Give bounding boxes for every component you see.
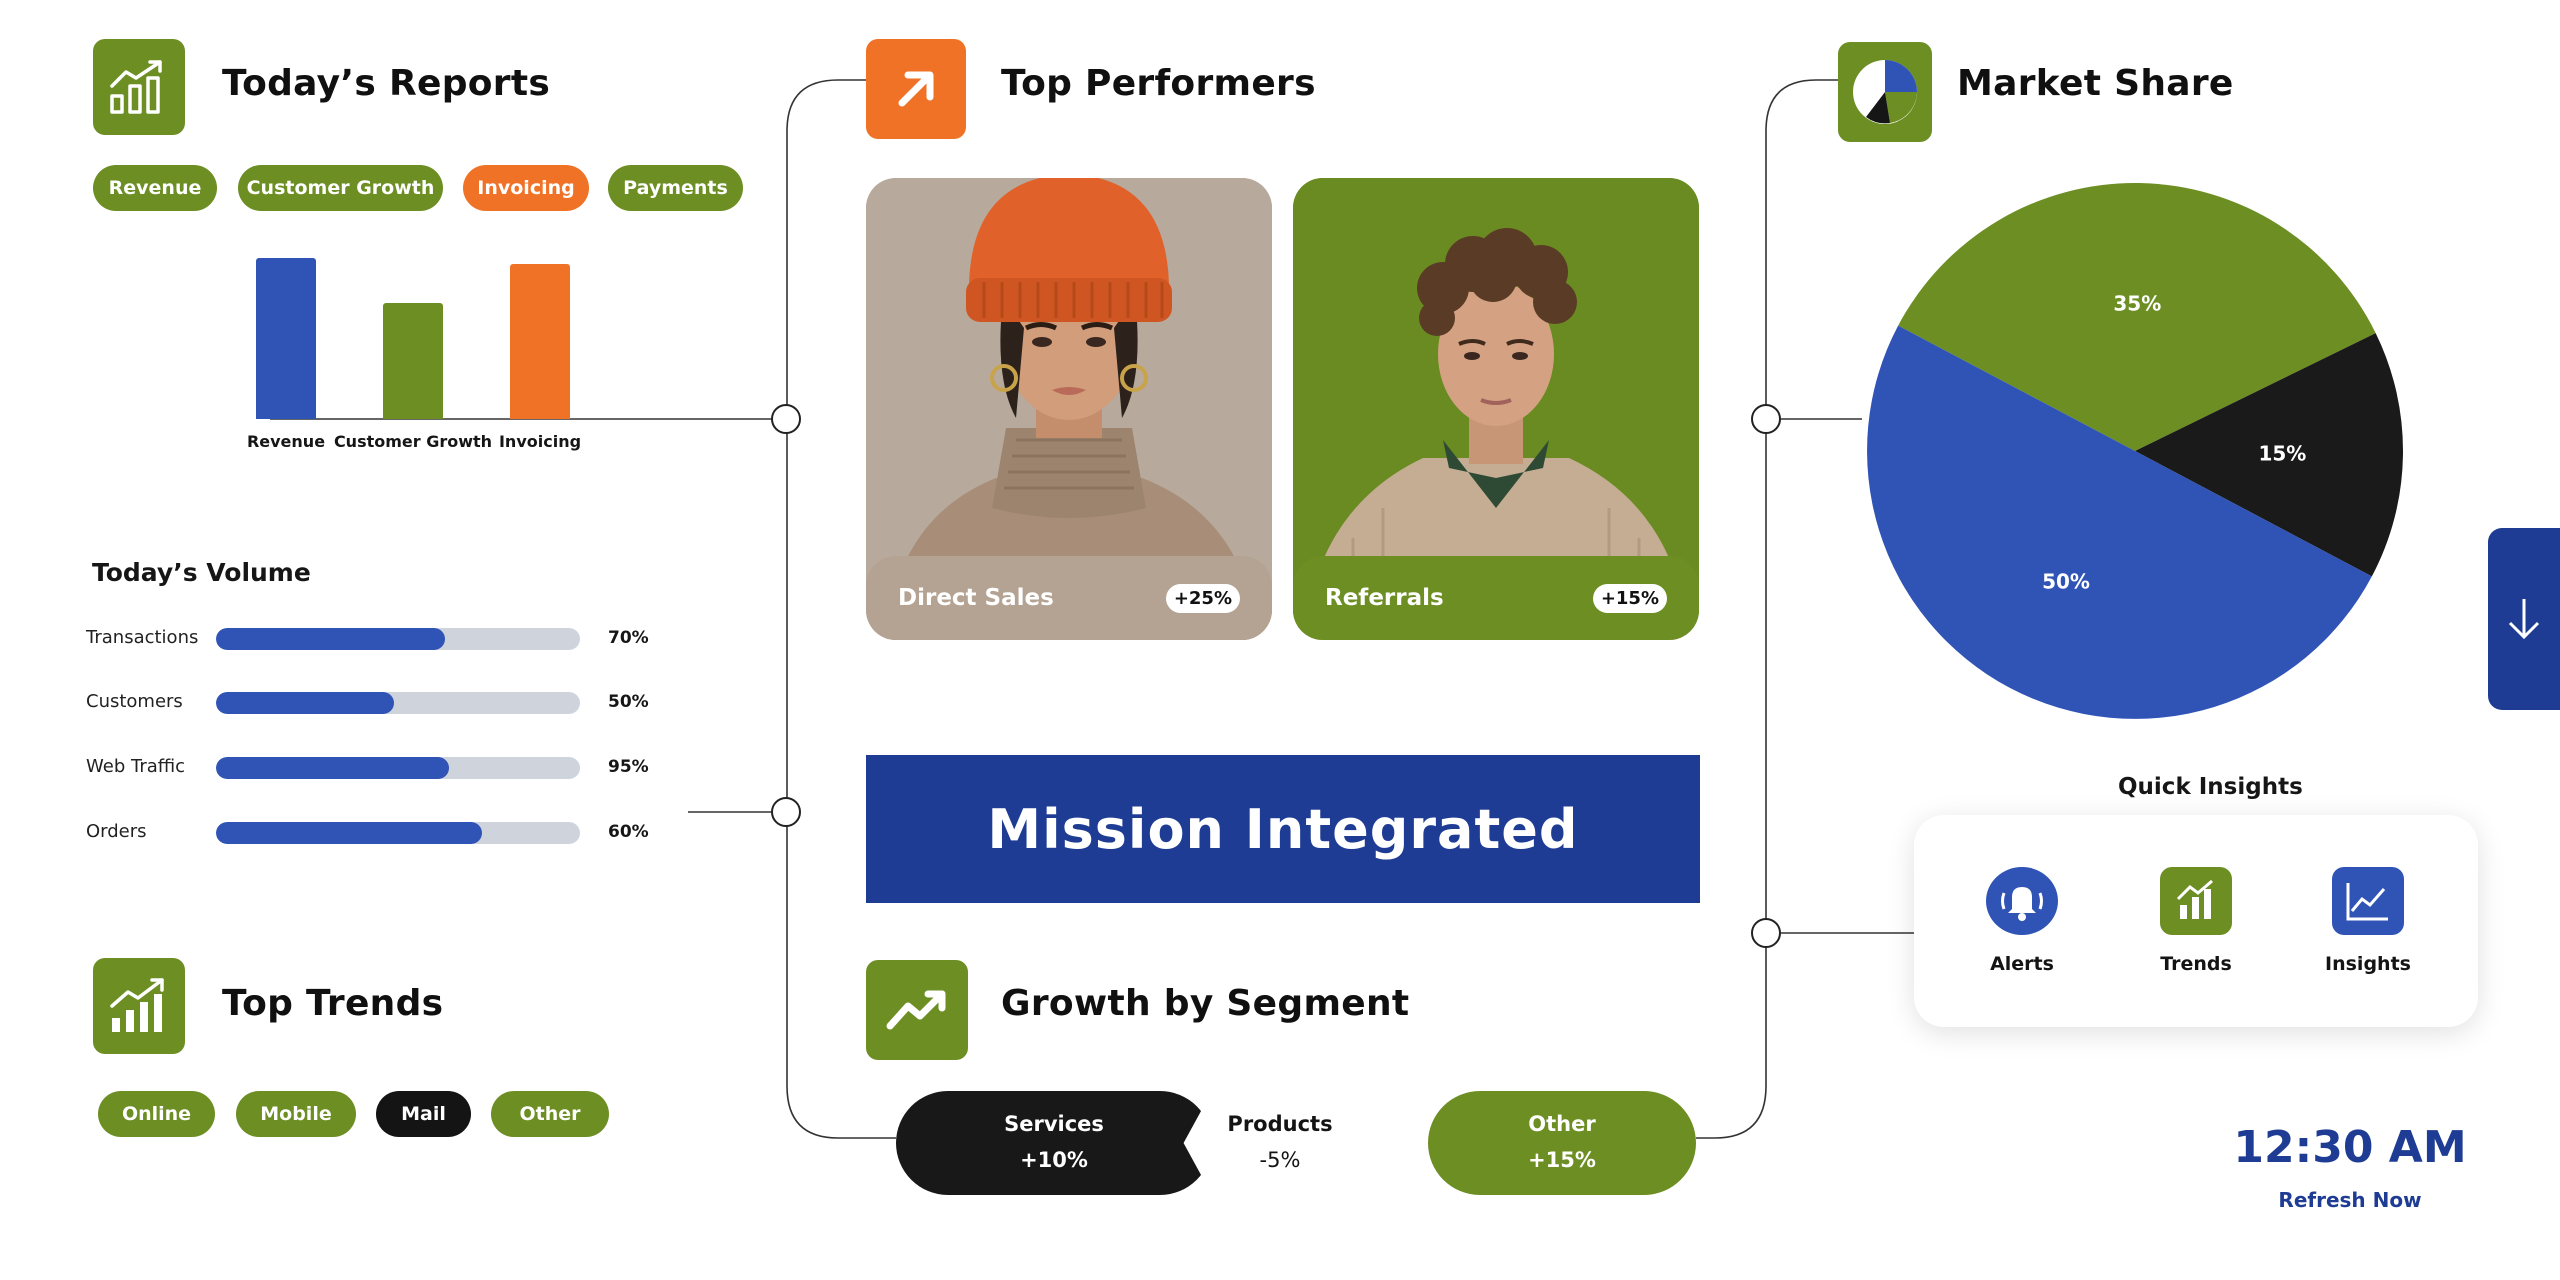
volume-progress-track [216,822,580,844]
performer-change-badge: +25% [1165,583,1240,613]
insights-title: Quick Insights [2118,774,2303,800]
segment-services[interactable]: Services +10% [896,1091,1212,1195]
segment-name: Other [1528,1112,1596,1137]
bar-chart-trend-icon [93,39,185,135]
filter-customer-growth[interactable]: Customer Growth [238,165,443,211]
reports-title: Today’s Reports [222,63,551,104]
bar-tick-label: Customer Growth [333,432,493,451]
performer-name: Direct Sales [898,585,1054,611]
pie-slice-label: 50% [2042,569,2090,593]
pie-slice [2135,333,2403,577]
segment-products[interactable]: Products -5% [1166,1091,1394,1195]
bar-invoicing [510,264,570,419]
volume-label: Customers [86,691,183,712]
filter-mail[interactable]: Mail [376,1091,471,1137]
segment-name: Services [1004,1112,1104,1137]
insight-label: Insights [2325,953,2411,975]
performer-card-referrals[interactable]: Referrals +15% [1293,178,1699,640]
performer-footer: Referrals +15% [1293,556,1699,640]
volume-percent: 50% [608,692,649,712]
connector-node [1751,404,1781,434]
segment-other[interactable]: Other +15% [1428,1091,1696,1195]
performer-name: Referrals [1325,585,1444,611]
banner-text: Mission Integrated [987,797,1579,861]
trends-title: Top Trends [222,983,444,1024]
bar-tick-label: Invoicing [498,432,582,451]
connector-node [771,404,801,434]
performer-card-direct-sales[interactable]: Direct Sales +25% [866,178,1272,640]
volume-progress-track [216,757,580,779]
volume-progress-fill [216,692,395,714]
performer-footer: Direct Sales +25% [866,556,1272,640]
volume-percent: 60% [608,822,649,842]
volume-label: Transactions [86,627,199,648]
bar-tick-label: Revenue [246,432,326,451]
volume-label: Orders [86,821,147,842]
filter-online[interactable]: Online [98,1091,215,1137]
segment-change: -5% [1259,1148,1301,1172]
pie-slice [1867,325,2372,719]
volume-title: Today’s Volume [92,558,311,587]
reports-bar-chart [240,258,600,419]
pie-slice [1898,183,2376,451]
segment-change: +10% [1020,1148,1088,1172]
line-chart-icon [2332,867,2404,935]
market-share-pie: 35% 15% 50% [1867,183,2403,719]
connector-node [771,797,801,827]
segments-title: Growth by Segment [1001,983,1410,1024]
insight-trends[interactable]: Trends [2136,867,2256,975]
filter-mobile[interactable]: Mobile [236,1091,356,1137]
volume-percent: 70% [608,628,649,648]
filter-invoicing[interactable]: Invoicing [463,165,589,211]
volume-progress-fill [216,628,446,650]
connector-node [1751,918,1781,948]
performers-title: Top Performers [1001,63,1316,104]
volume-progress-fill [216,822,482,844]
scroll-down-tab[interactable] [2488,528,2560,710]
volume-progress-track [216,692,580,714]
growth-chart-icon [93,958,185,1054]
bell-icon [1986,867,2058,935]
refresh-now-link[interactable]: Refresh Now [2278,1188,2422,1212]
insight-label: Trends [2160,953,2232,975]
filter-revenue[interactable]: Revenue [93,165,217,211]
volume-progress-track [216,628,580,650]
mission-banner: Mission Integrated [866,755,1700,903]
pie-slice-label: 35% [2113,292,2161,316]
insight-insights[interactable]: Insights [2308,867,2428,975]
insight-label: Alerts [1990,953,2054,975]
bar-revenue [256,258,316,419]
clock-time: 12:30 AM [2233,1122,2467,1173]
insight-alerts[interactable]: Alerts [1962,867,2082,975]
arrow-up-right-icon [866,39,966,139]
pie-chart-icon [1838,42,1932,142]
trending-up-icon [866,960,968,1060]
volume-progress-fill [216,757,449,779]
segment-name: Products [1227,1112,1333,1137]
market-title: Market Share [1957,63,2234,104]
bar-customer-growth [383,303,443,419]
pie-slice-label: 15% [2258,441,2306,465]
segment-change: +15% [1528,1148,1596,1172]
performer-change-badge: +15% [1592,583,1667,613]
filter-payments[interactable]: Payments [608,165,743,211]
volume-label: Web Traffic [86,756,186,777]
filter-other[interactable]: Other [491,1091,609,1137]
volume-percent: 95% [608,757,649,777]
arrow-down-icon [2508,599,2540,640]
bar-chart-icon [2160,867,2232,935]
quick-insights-card: Alerts Trends Insights [1914,815,2478,1027]
